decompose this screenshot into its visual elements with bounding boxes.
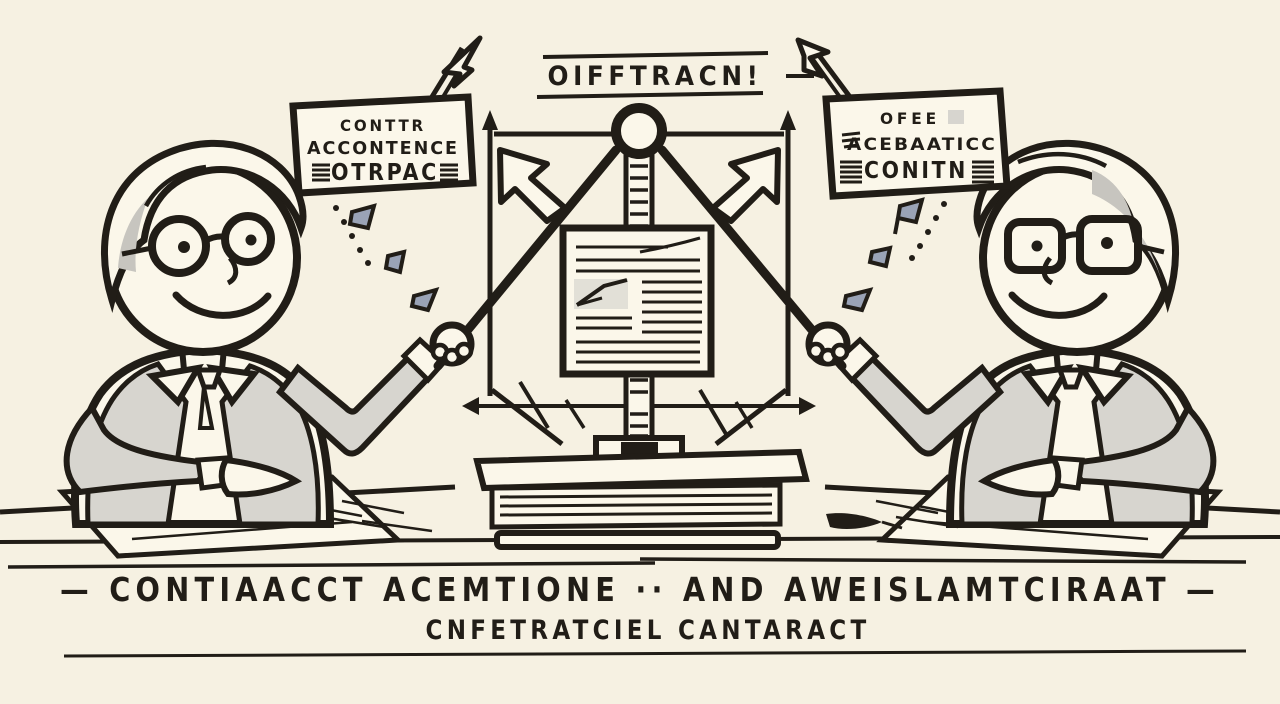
up-arrow-icon	[482, 110, 498, 130]
collar	[1075, 363, 1134, 407]
eye	[1101, 237, 1113, 249]
frame-leg	[714, 388, 788, 446]
title-rule-bottom	[536, 91, 764, 99]
sketch-tick	[698, 388, 728, 436]
confetti-left	[333, 203, 440, 313]
knuckle	[830, 342, 850, 362]
caption: — CONTIAACCT ACEMTIONE ·· AND AWEISLAMTC…	[7, 557, 1247, 658]
left-sign-line2: ACCONTENCE	[307, 138, 459, 159]
hair-wave	[144, 164, 207, 208]
right-sign-line3: CONITN	[864, 158, 968, 184]
balance-knob	[611, 103, 667, 159]
glasses-bridge	[1060, 231, 1081, 241]
pen-tail	[881, 520, 903, 530]
nose	[226, 256, 239, 286]
head	[101, 140, 307, 356]
right-sign: OFEE ACEBAATICC CONITN	[786, 37, 1011, 200]
resting-arm	[1059, 402, 1217, 496]
caption-line2: CNFETRATCIEL CANTARACT	[426, 615, 871, 646]
sign-pole	[815, 52, 853, 99]
left-sign: CONTTR ACCONTENCE OTRPAC	[289, 35, 483, 197]
left-sign-line1: CONTTR	[340, 116, 426, 135]
collar	[206, 364, 260, 408]
faded-block	[948, 110, 964, 124]
hatch-block-icon	[972, 160, 994, 184]
right-fist	[805, 321, 851, 367]
left-arrowhead-icon	[462, 397, 479, 415]
tie-knot	[1056, 367, 1086, 390]
right-sign-line2: ACEBAATICC	[847, 135, 997, 155]
collar	[145, 363, 204, 407]
glasses-temple	[121, 245, 153, 257]
up-arrow-icon	[780, 110, 796, 130]
frame-arrows	[462, 110, 816, 446]
hair	[101, 140, 307, 314]
title-banner: OIFFTRACN!	[536, 51, 769, 99]
cursor-arrow-up-right-icon	[710, 147, 781, 224]
right-arrowhead-icon	[799, 397, 816, 415]
knuckle	[454, 341, 474, 361]
cursor-arrow-up-left-icon	[497, 147, 568, 224]
hatch-block-icon	[440, 163, 458, 182]
title-text: OIFFTRACN!	[548, 61, 763, 92]
flag-arrow-icon	[795, 37, 831, 79]
glasses-lens	[1004, 218, 1066, 274]
document-lines	[576, 236, 702, 364]
glasses-temple	[1137, 243, 1165, 255]
confetti-piece	[409, 287, 440, 313]
right-sign-line1: OFEE	[880, 109, 940, 128]
frame-leg	[490, 388, 564, 446]
sign-board	[289, 93, 477, 197]
contract-document	[559, 224, 715, 378]
eye	[178, 241, 190, 253]
right-character	[832, 140, 1217, 528]
caption-rule-left	[7, 561, 656, 569]
hatch-mark-icon	[841, 131, 861, 149]
document-sketch-stroke	[576, 296, 603, 307]
left-character	[63, 140, 448, 528]
caption-rule-bottom	[63, 649, 1247, 658]
confetti-piece	[383, 249, 407, 275]
caption-line1: — CONTIAACCT ACEMTIONE ·· AND AWEISLAMTC…	[60, 570, 1220, 609]
stand-platform	[473, 448, 810, 492]
head	[973, 140, 1179, 356]
collar	[1020, 364, 1074, 408]
tie-knot	[194, 367, 224, 390]
document-sketch-stroke	[575, 278, 628, 307]
hand	[977, 456, 1062, 498]
caption-rule-right	[639, 557, 1247, 564]
left-sign-line3: OTRPAC	[331, 160, 439, 186]
glasses-bridge	[203, 233, 227, 244]
eye	[245, 234, 257, 246]
paper-plane-arrow-icon	[441, 35, 483, 89]
glasses-lens	[1076, 215, 1142, 275]
resting-arm	[63, 402, 221, 496]
smile	[172, 291, 272, 319]
confetti-stick	[893, 217, 900, 235]
confetti-piece	[841, 287, 874, 313]
confetti-piece	[867, 245, 893, 269]
confetti-right	[841, 197, 947, 313]
dotted-trail	[333, 205, 371, 266]
dotted-trail	[909, 201, 947, 261]
left-fist	[429, 321, 475, 367]
nose	[1041, 256, 1054, 286]
confetti-piece	[895, 197, 925, 225]
eye	[1031, 240, 1043, 252]
stand-book-lines	[499, 493, 773, 517]
balance-stand	[433, 103, 847, 550]
hatch-block-icon	[840, 160, 862, 184]
smile	[1008, 291, 1108, 319]
stand-bar	[494, 530, 781, 550]
glasses-lens	[148, 215, 210, 277]
title-rule-top	[542, 51, 769, 59]
pen-icon	[826, 513, 882, 530]
hatch-block-icon	[312, 163, 330, 182]
hand	[218, 456, 303, 498]
confetti-piece	[347, 203, 377, 231]
hair-shade	[1092, 170, 1162, 282]
hair-wave	[1017, 151, 1108, 168]
tie	[197, 386, 215, 430]
